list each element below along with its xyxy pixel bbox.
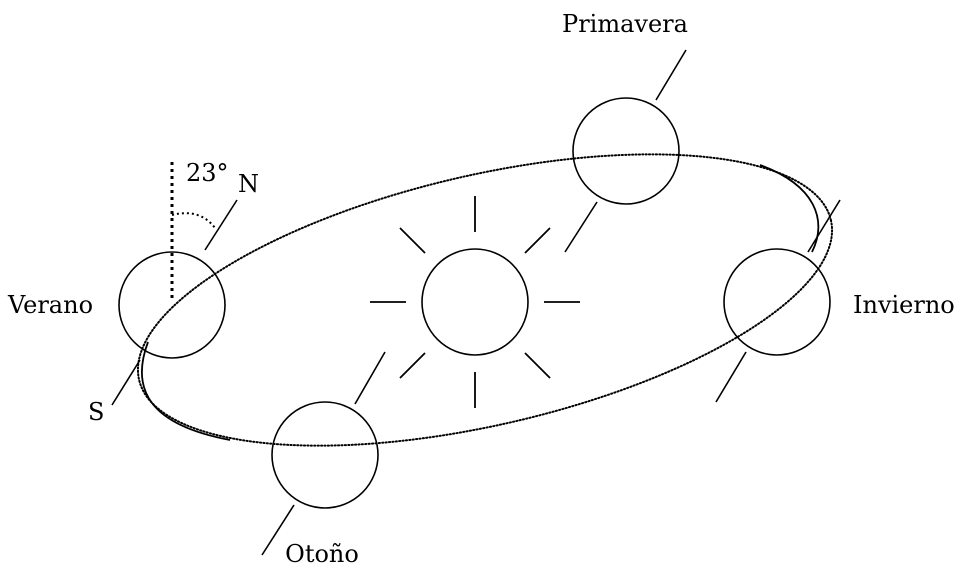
axis-north (807, 199, 841, 253)
axis-north (204, 199, 238, 251)
sun-ray (399, 227, 426, 254)
sun-disc (421, 248, 529, 356)
earth-verano (111, 162, 238, 406)
label-primavera: Primavera (562, 10, 688, 38)
earth-disc (271, 401, 379, 509)
sun-ray (524, 352, 551, 379)
orbit (136, 153, 834, 447)
earth-otono (261, 351, 386, 556)
axis-north (655, 49, 687, 101)
label-invierno: Invierno (853, 291, 955, 319)
earth-disc (118, 251, 226, 359)
axis-south (564, 201, 598, 253)
earth-disc (723, 248, 831, 356)
axis-south (715, 351, 747, 403)
tilt-angle-arc (171, 212, 216, 229)
sun-ray (524, 227, 551, 254)
earth-invierno (715, 199, 841, 403)
axis-north (354, 351, 386, 405)
label-otono: Otoño (285, 540, 359, 568)
sun-ray (399, 352, 426, 379)
earth-primavera (564, 49, 687, 253)
label-north: N (238, 170, 259, 198)
label-verano: Verano (7, 291, 93, 319)
earth-disc (572, 97, 680, 205)
sun-rays (370, 196, 580, 408)
axis-south (261, 504, 295, 556)
axis-south (111, 359, 141, 406)
sun (370, 196, 580, 408)
label-tilt-angle: 23° (186, 159, 229, 187)
label-south: S (88, 398, 104, 426)
